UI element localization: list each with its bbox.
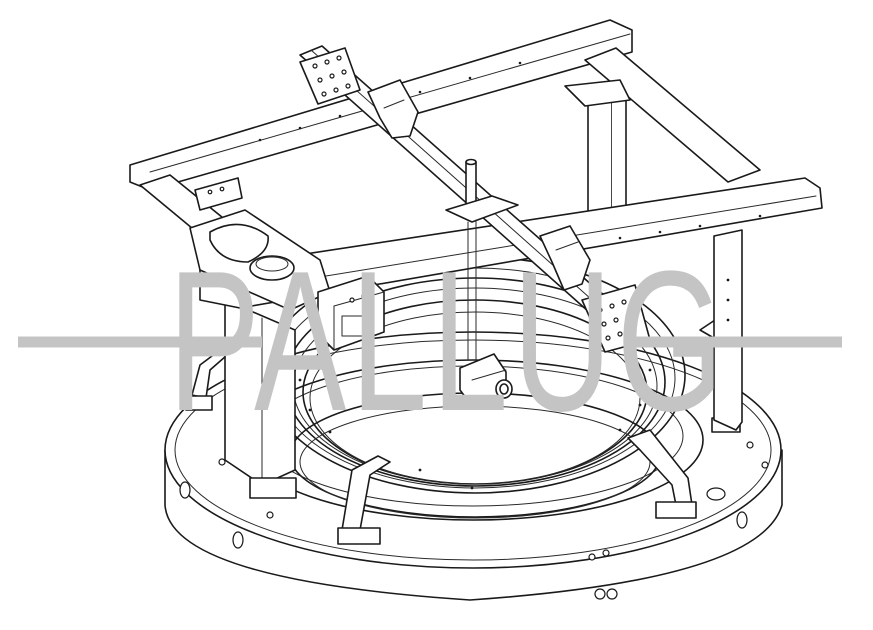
base-hole-icon xyxy=(179,481,191,499)
base-hole-icon xyxy=(606,588,618,600)
watermark-text: PALLUG xyxy=(168,230,728,453)
ring-support-clamp xyxy=(185,349,227,411)
center-spindle xyxy=(445,158,519,361)
base-platform xyxy=(164,331,783,601)
saddle-bracket xyxy=(367,79,419,139)
front-right-corner-plate xyxy=(581,284,651,353)
circular-pad-icon xyxy=(249,255,295,281)
right-front-column xyxy=(713,229,743,431)
base-hole-icon xyxy=(736,511,748,529)
base-hole-icon xyxy=(232,531,244,549)
right-rear-column xyxy=(587,87,627,239)
ring-support-clamp xyxy=(337,455,391,545)
ring-support-clamp xyxy=(627,429,697,519)
saddle-bracket xyxy=(539,225,591,291)
watermark: PALLUG xyxy=(18,230,842,453)
top-mounting-plate xyxy=(299,47,361,105)
camera-head xyxy=(459,353,513,407)
camera-lens-icon xyxy=(495,379,513,399)
base-hole-icon xyxy=(594,588,606,600)
base-hole-icon xyxy=(706,487,726,501)
motor-housing xyxy=(317,275,385,351)
rear-corner-bracket xyxy=(564,79,631,107)
left-corner-plate xyxy=(194,177,243,211)
